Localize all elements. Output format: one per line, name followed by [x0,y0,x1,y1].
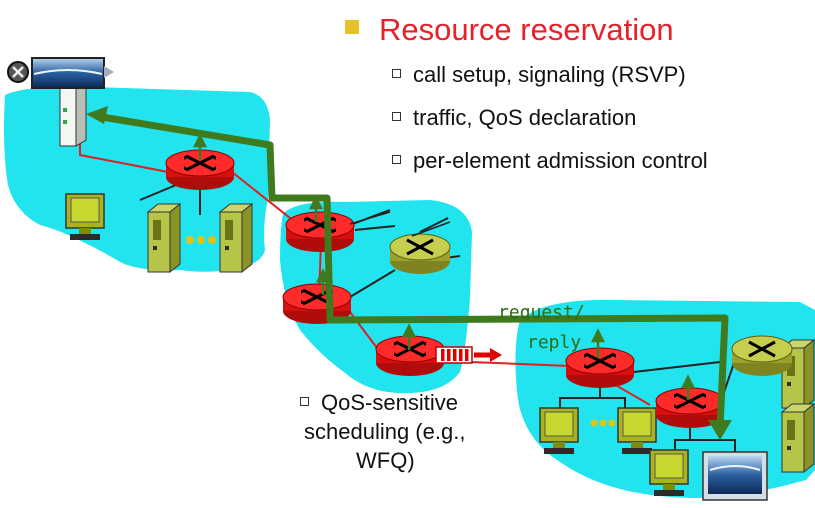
sub-bullet-text: call setup, signaling (RSVP) [413,62,686,87]
title-text: Resource reservation [379,12,674,47]
server-host [781,403,815,473]
sub-bullet-text: per-element admission control [413,148,708,173]
bullet-icon [345,20,359,34]
signaling-arrows [192,133,696,400]
qos-note-line: QoS-sensitive [300,388,465,417]
hollow-square-bullet-icon [392,69,401,78]
hollow-square-bullet-icon [392,155,401,164]
server-host [147,203,181,273]
video-display [702,451,768,501]
sub-bullet-text: traffic, QoS declaration [413,105,637,130]
title-bullet: Resource reservation [345,12,674,48]
router [284,210,356,254]
hollow-square-bullet-icon [300,397,309,406]
ellipsis-icon [590,419,616,427]
qos-note-line: scheduling (e.g., [304,419,466,444]
server-host [58,81,88,147]
reply-label: reply [527,332,581,353]
sub-bullet: call setup, signaling (RSVP) [392,62,686,88]
request-label: request/ [498,302,585,323]
qos-note-text: QoS-sensitive [321,390,458,415]
packet-queue [435,346,502,364]
sub-bullet: per-element admission control [392,148,708,174]
qos-note: QoS-sensitive scheduling (e.g., WFQ) [300,388,465,475]
router [564,346,636,390]
signaling-path [86,106,732,440]
server-host [219,203,253,273]
media-player [7,57,114,89]
qos-note-line: WFQ) [356,448,415,473]
sub-bullet: traffic, QoS declaration [392,105,636,131]
hollow-square-bullet-icon [392,112,401,121]
ellipsis-icon [186,236,216,244]
router [388,232,452,276]
router [730,334,794,378]
